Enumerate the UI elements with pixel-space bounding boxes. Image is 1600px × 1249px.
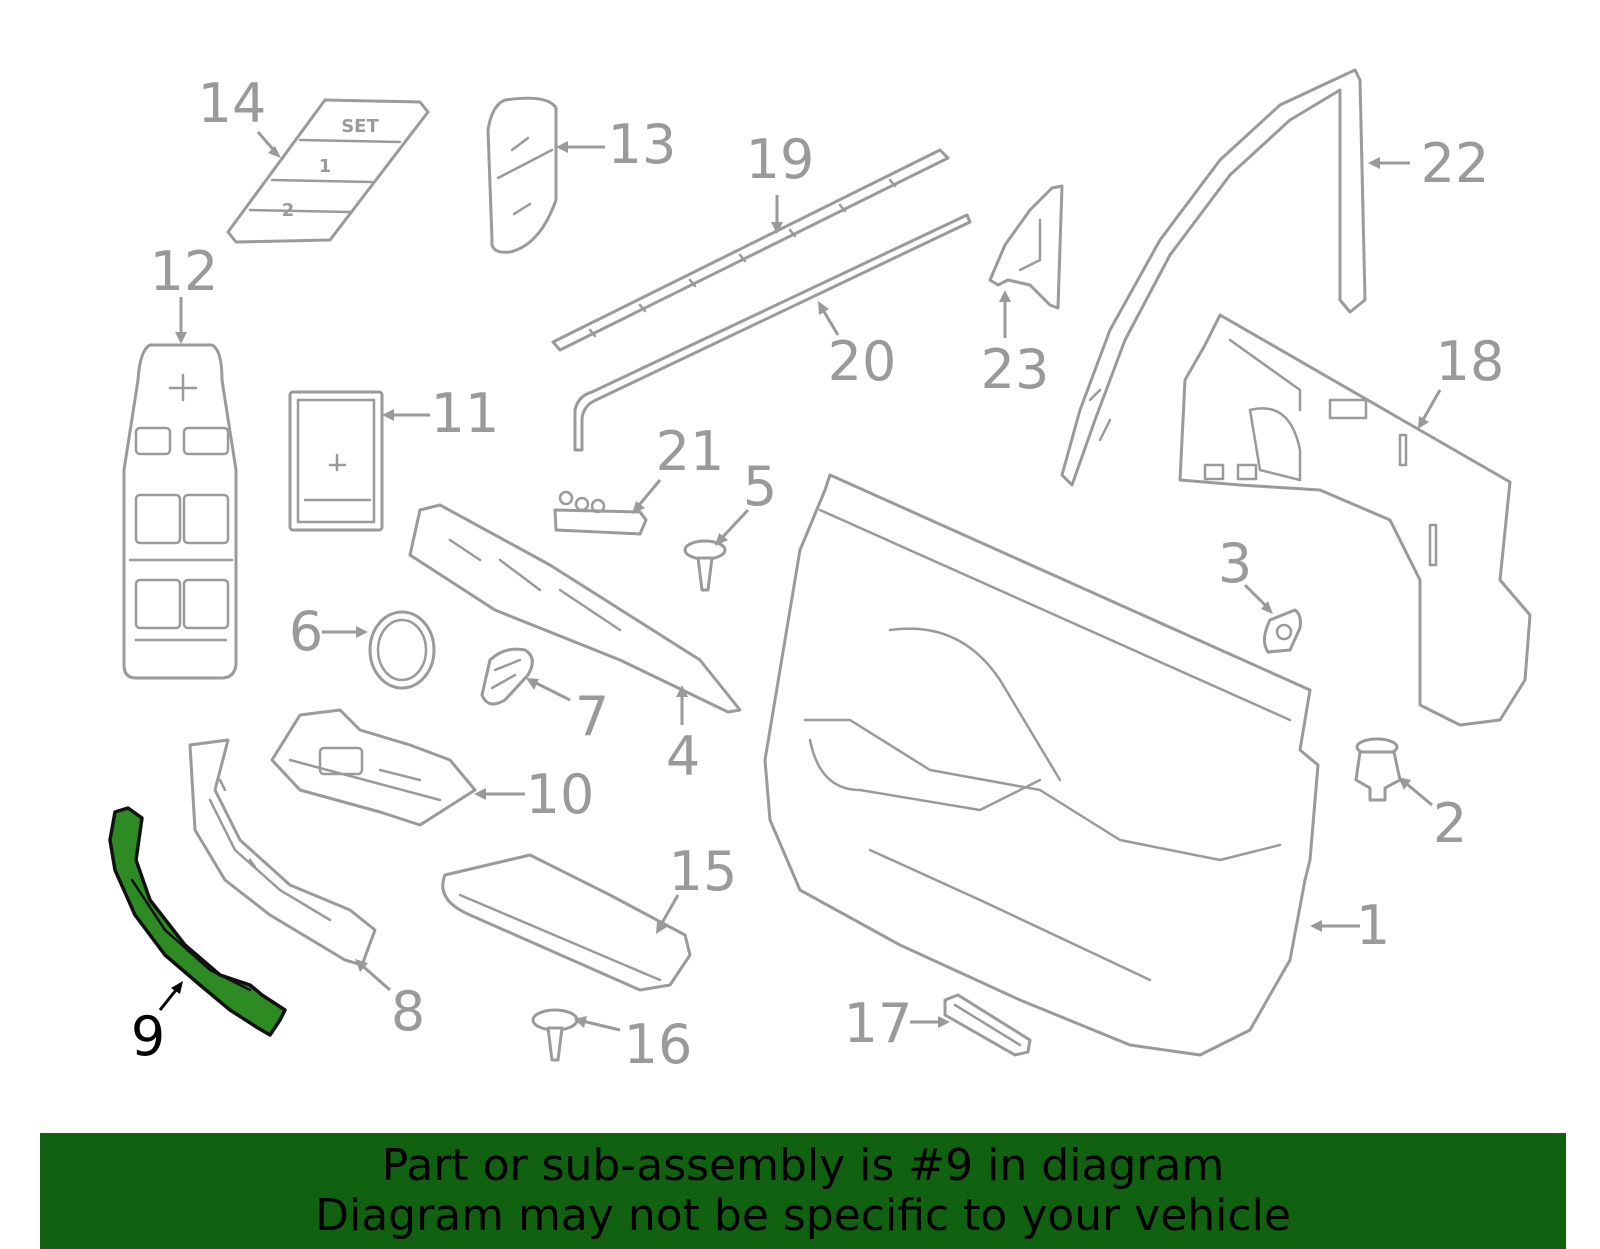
banner-line-1: Part or sub-assembly is #9 in diagram (381, 1140, 1225, 1191)
callout-7: 7 (575, 685, 609, 748)
callout-5: 5 (743, 455, 777, 518)
callout-8: 8 (391, 980, 425, 1043)
callout-22: 22 (1421, 132, 1490, 195)
part-8-handle-carrier (188, 738, 377, 967)
callout-16: 16 (624, 1013, 693, 1076)
callout-21: 21 (656, 420, 725, 483)
part-4-trim (408, 503, 742, 714)
part-16-screw (531, 1008, 579, 1062)
callout-18: 18 (1436, 330, 1505, 393)
part-3-button (1263, 608, 1302, 654)
part-1-door-panel (763, 473, 1320, 1057)
part-22-frame-trim (1060, 68, 1367, 487)
callout-17: 17 (844, 992, 913, 1055)
callout-11: 11 (431, 382, 500, 445)
part-23-corner-trim (988, 184, 1064, 310)
callout-19: 19 (746, 128, 815, 191)
callout-15: 15 (669, 840, 738, 903)
part-10-switch-housing (270, 708, 477, 827)
callout-9: 9 (131, 1005, 165, 1068)
part-21-bracket (553, 490, 648, 536)
switch-2-label: 2 (282, 200, 295, 221)
callout-14: 14 (198, 72, 267, 135)
info-banner: Part or sub-assembly is #9 in diagram Di… (40, 1133, 1566, 1249)
part-7-cover (480, 647, 534, 706)
part-20-strip (573, 213, 972, 452)
callout-6: 6 (289, 600, 323, 663)
part-17-clip (943, 993, 1032, 1057)
callout-20: 20 (828, 330, 897, 393)
part-2-clip (1354, 737, 1402, 802)
part-18-deadener (1178, 313, 1532, 727)
part-6-ring (368, 610, 436, 690)
callout-2: 2 (1433, 792, 1467, 855)
callout-4: 4 (666, 725, 700, 788)
part-12-window-switch-panel (122, 343, 238, 680)
callout-13: 13 (608, 113, 677, 176)
callout-numbers: 14 13 12 11 19 20 21 5 6 7 4 10 8 15 16 … (131, 72, 1505, 1076)
switch-1-label: 1 (319, 156, 332, 177)
part-15-armrest (441, 853, 692, 992)
callout-1: 1 (1356, 894, 1390, 957)
part-5-screw (683, 539, 727, 592)
part-11-bezel (288, 390, 384, 532)
part-14-memory-switch: SET 1 2 (226, 98, 430, 244)
callout-leaders (158, 131, 1442, 1032)
callout-23: 23 (981, 338, 1050, 401)
callout-10: 10 (526, 763, 595, 826)
callout-12: 12 (150, 240, 219, 303)
part-19-strip (551, 148, 950, 352)
banner-line-2: Diagram may not be specific to your vehi… (315, 1190, 1291, 1241)
part-13-lock-switch (486, 96, 558, 254)
callout-3: 3 (1218, 532, 1252, 595)
part-9-grab-handle (108, 806, 287, 1037)
switch-set-label: SET (341, 116, 379, 137)
